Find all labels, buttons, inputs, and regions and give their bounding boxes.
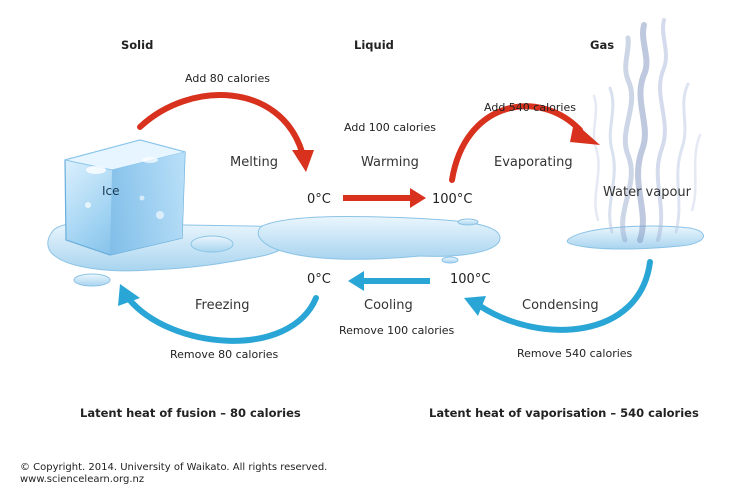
label-add-540: Add 540 calories bbox=[484, 101, 576, 114]
latent-heat-fusion: Latent heat of fusion – 80 calories bbox=[80, 406, 301, 420]
cool-arrows bbox=[118, 259, 653, 344]
temp-0c-bottom: 0°C bbox=[307, 272, 331, 287]
label-add-100: Add 100 calories bbox=[344, 121, 436, 134]
label-melting: Melting bbox=[230, 155, 279, 170]
temp-100c-top: 100°C bbox=[432, 192, 473, 207]
label-remove-100: Remove 100 calories bbox=[339, 324, 455, 337]
footer-copyright: © Copyright. 2014. University of Waikato… bbox=[20, 462, 328, 473]
label-cooling: Cooling bbox=[364, 298, 413, 313]
label-remove-80: Remove 80 calories bbox=[170, 348, 279, 361]
evaporating-arrow-icon bbox=[449, 103, 583, 183]
heat-arrows bbox=[137, 92, 600, 208]
condensing-arrow-icon bbox=[477, 259, 653, 333]
header-gas: Gas bbox=[590, 38, 615, 52]
temp-100c-bottom: 100°C bbox=[450, 272, 491, 287]
footer-url: www.sciencelearn.org.nz bbox=[20, 474, 145, 485]
freezing-arrow-icon bbox=[125, 295, 319, 344]
label-add-80: Add 80 calories bbox=[185, 72, 270, 85]
ice-cube-icon bbox=[64, 139, 186, 256]
label-water-vapour: Water vapour bbox=[603, 185, 692, 200]
latent-heat-vaporisation: Latent heat of vaporisation – 540 calori… bbox=[429, 406, 699, 420]
melting-arrow-icon bbox=[137, 92, 305, 155]
cooling-arrowhead-icon bbox=[348, 271, 364, 291]
label-warming: Warming bbox=[361, 155, 419, 170]
melting-arrowhead-icon bbox=[292, 150, 314, 172]
label-ice: Ice bbox=[102, 184, 120, 198]
header-liquid: Liquid bbox=[354, 38, 394, 52]
cooling-arrow-icon bbox=[362, 278, 430, 284]
evaporating-arrowhead-icon bbox=[570, 122, 600, 145]
header-solid: Solid bbox=[121, 38, 154, 52]
steam-wisps-icon bbox=[592, 18, 702, 243]
condensing-arrowhead-icon bbox=[464, 296, 486, 316]
freezing-arrowhead-icon bbox=[118, 284, 140, 306]
label-condensing: Condensing bbox=[522, 298, 599, 313]
label-remove-540: Remove 540 calories bbox=[517, 347, 633, 360]
water-puddle bbox=[257, 215, 501, 264]
temp-0c-top: 0°C bbox=[307, 192, 331, 207]
label-evaporating: Evaporating bbox=[494, 155, 573, 170]
warming-arrowhead-icon bbox=[410, 188, 426, 208]
vapour-puddle bbox=[566, 225, 704, 250]
label-freezing: Freezing bbox=[195, 298, 250, 313]
warming-arrow-icon bbox=[343, 195, 413, 201]
